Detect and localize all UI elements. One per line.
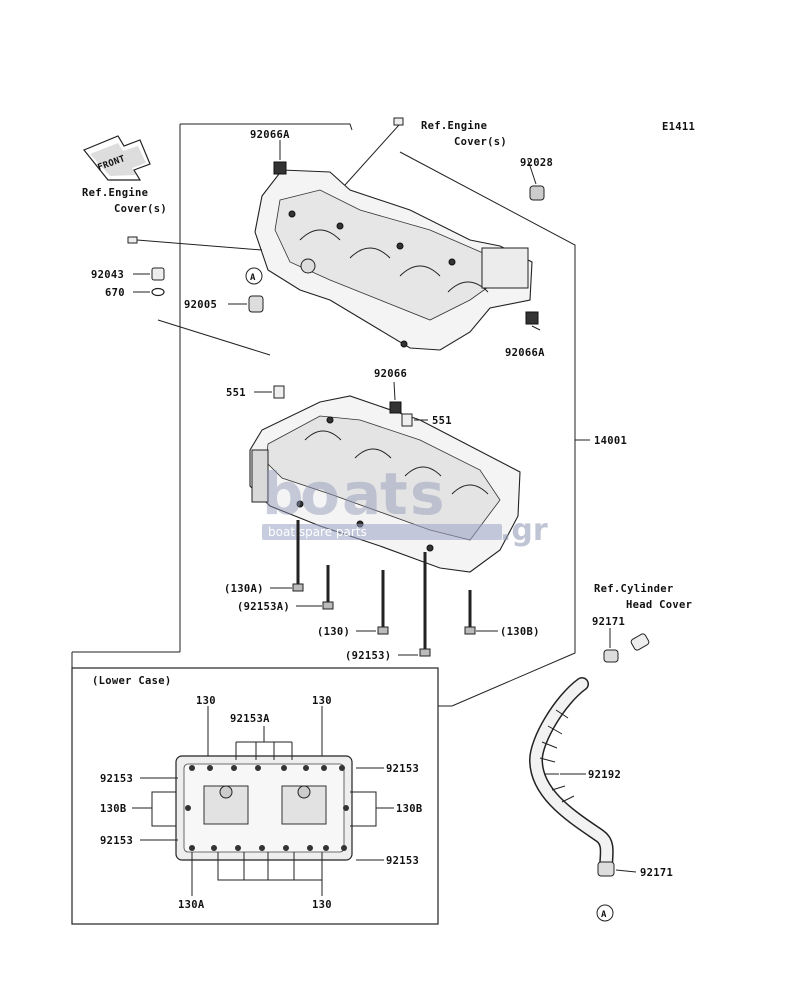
lower-label-130-bottom: 130	[312, 899, 332, 911]
svg-text:t: t	[380, 460, 408, 528]
lower-label-92153-ml: 92153	[100, 835, 133, 847]
ref-engine-cover-top-line2: Cover(s)	[454, 136, 507, 148]
ref-engine-cover-left-line2: Cover(s)	[114, 203, 167, 215]
label-92171-top: 92171	[592, 616, 625, 628]
lower-label-130B-left: 130B	[100, 803, 127, 815]
label-92043: 92043	[91, 269, 124, 281]
watermark: b o a t s boat spare parts .gr	[262, 460, 548, 548]
lower-label-130-left: 130	[196, 695, 216, 707]
lower-case-inset: (Lower Case)	[71, 652, 452, 925]
part-labels: 92066A Ref.Engine Cover(s) 92028 Ref.Eng…	[82, 120, 692, 920]
label-92005: 92005	[184, 299, 217, 311]
label-551-right: 551	[432, 415, 452, 427]
callout-a-top: A	[250, 273, 256, 283]
label-551-left: 551	[226, 387, 246, 399]
lower-label-130-right: 130	[312, 695, 332, 707]
label-92028: 92028	[520, 157, 553, 169]
svg-text:a: a	[342, 460, 381, 528]
part-icons	[127, 117, 650, 922]
leader-lines	[133, 124, 637, 873]
ref-engine-cover-left-line1: Ref.Engine	[82, 187, 148, 199]
watermark-text: boat spare parts	[268, 525, 367, 539]
ref-cylinder-line2: Head Cover	[626, 599, 692, 611]
assembly-frame	[72, 123, 590, 707]
callout-a-bottom: A	[601, 910, 607, 920]
watermark-suffix: .gr	[500, 513, 548, 548]
svg-text:o: o	[300, 460, 340, 528]
label-92066: 92066	[374, 368, 407, 380]
diagram-id: E1411	[662, 121, 695, 133]
label-130: (130)	[317, 626, 350, 638]
ref-engine-cover-top-line1: Ref.Engine	[421, 120, 487, 132]
label-92153: (92153)	[345, 650, 391, 662]
label-14001: 14001	[594, 435, 627, 447]
upper-crankcase	[254, 169, 533, 351]
lower-label-92153-tr: 92153	[386, 763, 419, 775]
label-92192: 92192	[588, 769, 621, 781]
svg-text:b: b	[262, 460, 304, 528]
lower-case-title: (Lower Case)	[92, 675, 171, 687]
label-130A: (130A)	[224, 583, 264, 595]
ref-cylinder-line1: Ref.Cylinder	[594, 583, 673, 595]
label-92066A-top: 92066A	[250, 129, 290, 141]
lower-label-92153A: 92153A	[230, 713, 270, 725]
label-92171-bottom: 92171	[640, 867, 673, 879]
label-92066A-right: 92066A	[505, 347, 545, 359]
lower-label-130A-bottom: 130A	[178, 899, 205, 911]
label-130B: (130B)	[500, 626, 540, 638]
lower-label-92153-br: 92153	[386, 855, 419, 867]
lower-label-92153-tl: 92153	[100, 773, 133, 785]
svg-text:s: s	[410, 460, 445, 528]
label-670: 670	[105, 287, 125, 299]
front-arrow-icon: FRONT	[83, 135, 151, 181]
label-92153A: (92153A)	[237, 601, 290, 613]
lower-label-130B-right: 130B	[396, 803, 423, 815]
